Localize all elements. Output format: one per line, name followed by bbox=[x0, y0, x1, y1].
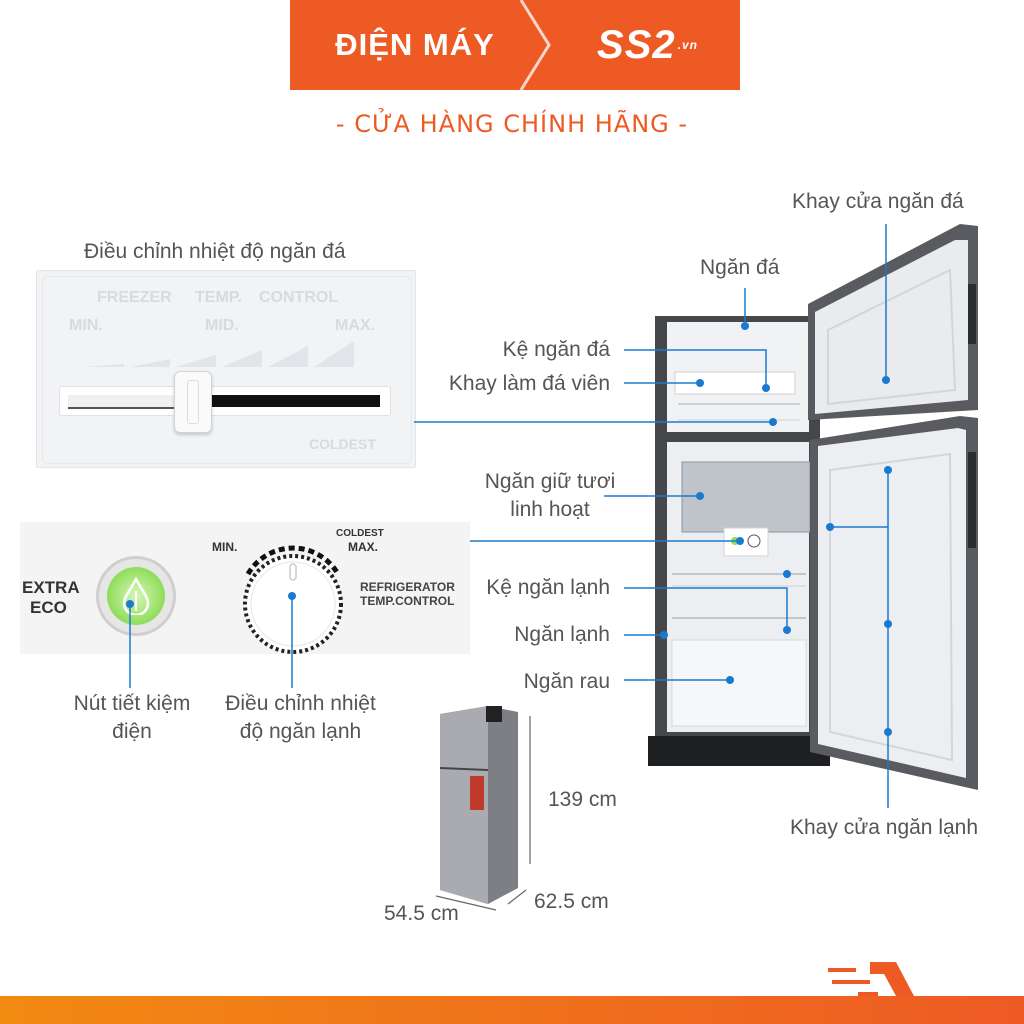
freezer-min-label: MIN. bbox=[69, 317, 103, 334]
eco-label-line2: ECO bbox=[30, 598, 67, 617]
freezer-slider-knob[interactable] bbox=[173, 371, 212, 433]
fridge-temp-dial[interactable] bbox=[232, 534, 354, 656]
brand-logo-suffix: .vn bbox=[677, 38, 698, 52]
dial-caption-line2: độ ngăn lạnh bbox=[239, 720, 362, 743]
eco-button-caption: Nút tiết kiệm điện bbox=[52, 690, 212, 746]
chevron-icon bbox=[519, 0, 551, 90]
vegetable-drawer bbox=[671, 639, 807, 727]
refrig-label-line1: REFRIGERATOR bbox=[360, 580, 455, 594]
label-vegetable: Ngăn rau bbox=[523, 670, 610, 693]
label-freezer-door-tray: Khay cửa ngăn đá bbox=[792, 190, 964, 213]
brand-banner: ĐIỆN MÁY SS2.vn bbox=[290, 0, 740, 90]
label-freezer-shelf: Kệ ngăn đá bbox=[502, 338, 610, 361]
label-fridge-shelf: Kệ ngăn lạnh bbox=[486, 576, 610, 599]
label-fresh-line1: Ngăn giữ tươi bbox=[484, 470, 616, 493]
dimension-width: 54.5 cm bbox=[384, 902, 459, 925]
eco-label-line1: EXTRA bbox=[22, 578, 80, 597]
freezer-title-word: FREEZER bbox=[97, 289, 172, 306]
bottom-brand-bar bbox=[0, 996, 1024, 1024]
fridge-door bbox=[818, 428, 966, 778]
label-fridge-compartment: Ngăn lạnh bbox=[514, 623, 610, 646]
label-fresh-line2: linh hoạt bbox=[510, 498, 590, 521]
freezer-door bbox=[815, 240, 968, 414]
tagline: - CỬA HÀNG CHÍNH HÃNG - bbox=[335, 110, 689, 138]
brand-left-text: ĐIỆN MÁY bbox=[335, 27, 495, 62]
fridge-thumbnail bbox=[435, 706, 531, 911]
dial-caption-line1: Điều chỉnh nhiệt bbox=[225, 692, 376, 715]
freezer-title-word: TEMP. bbox=[195, 289, 242, 306]
freezer-level-steps bbox=[84, 341, 354, 367]
freezer-slider-fill bbox=[68, 395, 193, 409]
freezer-title-word: CONTROL bbox=[259, 289, 339, 306]
label-fresh-compartment: Ngăn giữ tươi linh hoạt bbox=[470, 468, 630, 524]
eco-caption-line1: Nút tiết kiệm bbox=[73, 692, 191, 715]
label-ice-tray: Khay làm đá viên bbox=[448, 372, 610, 395]
dial-min-label: MIN. bbox=[212, 540, 238, 554]
fridge-control-panel: EXTRA ECO MIN. COLDEST MAX. REFRIGERATOR… bbox=[20, 522, 470, 654]
extra-eco-button[interactable] bbox=[96, 556, 176, 636]
freezer-slider-track[interactable] bbox=[59, 386, 391, 416]
dimension-depth: 62.5 cm bbox=[534, 890, 609, 913]
label-fridge-door-tray: Khay cửa ngăn lạnh bbox=[790, 816, 979, 839]
brand-logo: SS2.vn bbox=[555, 0, 740, 90]
dial-max-label: MAX. bbox=[348, 540, 378, 554]
eco-caption-line2: điện bbox=[112, 720, 152, 743]
freezer-coldest-label: COLDEST bbox=[309, 436, 376, 452]
freezer-control-caption: Điều chỉnh nhiệt độ ngăn đá bbox=[84, 240, 346, 263]
dial-caption: Điều chỉnh nhiệt độ ngăn lạnh bbox=[208, 690, 393, 746]
dial-coldest-label: COLDEST bbox=[336, 528, 384, 539]
dimension-height: 139 cm bbox=[548, 788, 617, 811]
brand-logo-text: SS2 bbox=[597, 22, 676, 67]
leaf-drop-icon bbox=[122, 577, 150, 615]
swoosh-logo-icon bbox=[828, 962, 914, 996]
freezer-control-panel: FREEZER TEMP. CONTROL MIN. MID. MAX. COL… bbox=[36, 270, 416, 468]
refrig-label-line2: TEMP.CONTROL bbox=[360, 594, 455, 608]
freezer-max-label: MAX. bbox=[335, 317, 375, 334]
freezer-mid-label: MID. bbox=[205, 317, 239, 334]
label-freezer: Ngăn đá bbox=[700, 256, 780, 279]
